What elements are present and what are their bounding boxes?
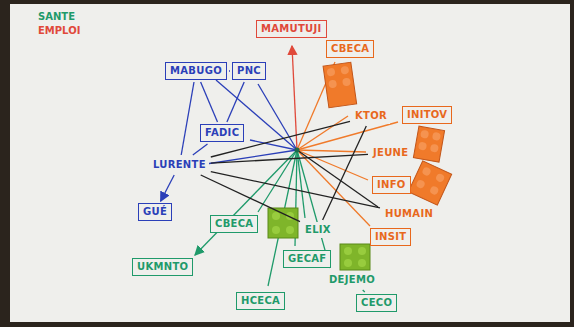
whiteboard [10,4,570,322]
node-text: FADIC [205,127,239,138]
node-text: GUÉ [143,206,167,217]
text-box: PNC [232,62,266,80]
connector [211,172,380,208]
text-box: GECAF [283,250,331,268]
connector [227,82,244,122]
board-label: EMPLOI [38,25,80,37]
text-box: GUÉ [138,203,172,221]
hub-line [195,150,297,255]
text-box: MAMUTUJI [256,20,327,38]
node-text: HUMAIN [385,208,433,219]
text-box: CBECA [326,40,374,58]
connector [181,82,194,155]
text-box: MABUGO [165,62,227,80]
node-text: CBECA [215,218,253,229]
text-node: ELIX [302,222,334,238]
text-node: DEJEMO [326,272,378,288]
node-text: MABUGO [170,65,222,76]
text-node: JEUNE [370,145,411,161]
node-text: UKMNTO [137,261,188,272]
text-box: HCECA [236,292,285,310]
connector [193,144,208,155]
node-text: ELIX [305,224,331,235]
text-box: INITOV [402,106,452,124]
text-node: HUMAIN [382,206,436,222]
node-text: KTOR [355,110,387,121]
lego-bricks [268,62,452,270]
connector [363,290,365,292]
hub-line [292,46,297,150]
connector [161,175,175,201]
text-box: UKMNTO [132,258,193,276]
text-box: CBECA [210,215,258,233]
orange-brick [323,62,357,107]
green-brick [340,244,370,270]
node-text: INSIT [375,231,406,242]
orange-brick [413,126,444,162]
node-text: PNC [237,65,261,76]
node-text: HCECA [241,295,280,306]
connector [201,82,218,122]
board-label: SANTE [38,11,75,23]
text-node: LURENTE [150,157,209,173]
connector [211,154,368,163]
node-text: INFO [377,179,406,190]
node-text: GECAF [288,253,326,264]
node-text: DEJEMO [329,274,375,285]
connector [323,126,367,220]
hub-line [206,150,297,164]
node-text: JEUNE [373,147,408,158]
node-text: CBECA [331,43,369,54]
node-text: MAMUTUJI [261,23,322,34]
text-box: INFO [372,176,411,194]
node-text: CECO [361,297,392,308]
hub-dot [295,148,300,153]
hub-lines [195,46,398,286]
text-box: FADIC [200,124,244,142]
node-text: INITOV [407,109,447,120]
connector [229,70,230,71]
text-node: KTOR [352,108,390,124]
orange-brick [408,161,451,205]
green-brick [268,208,298,238]
node-text: LURENTE [153,159,206,170]
text-box: INSIT [370,228,411,246]
text-box: CECO [356,294,397,312]
